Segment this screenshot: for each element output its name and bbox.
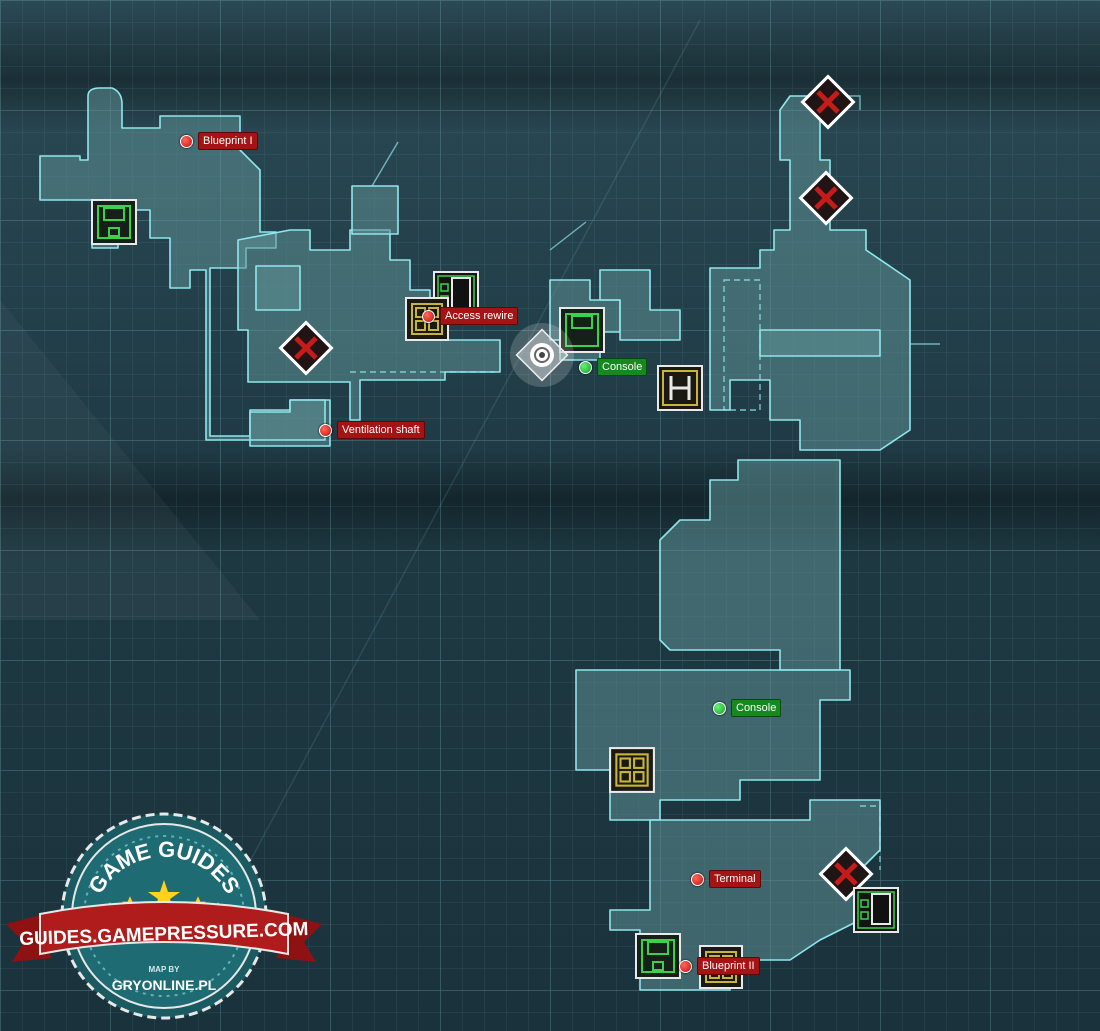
marker-console-2[interactable]: Console bbox=[713, 699, 782, 717]
marker-label: Blueprint I bbox=[198, 132, 258, 150]
marker-label: Console bbox=[731, 699, 782, 717]
save-station-icon bbox=[559, 307, 605, 353]
locked-door-icon bbox=[798, 170, 854, 226]
marker-blueprint-2[interactable]: Blueprint II bbox=[679, 957, 760, 975]
room-right-pipe bbox=[759, 329, 881, 357]
marker-label: Terminal bbox=[709, 870, 761, 888]
marker-dot-icon bbox=[422, 309, 435, 323]
badge-map-by-text: MAP BY bbox=[149, 965, 181, 974]
locked-door-icon bbox=[800, 74, 856, 130]
marker-label: Blueprint II bbox=[697, 957, 760, 975]
game-guides-badge: GAME GUIDES GUIDES.GAMEPRESSURE.COM MAP … bbox=[6, 812, 322, 1020]
save-station-icon bbox=[91, 199, 137, 245]
marker-access-rewire[interactable]: Access rewire bbox=[422, 307, 519, 325]
door-panel-icon bbox=[853, 887, 899, 933]
locked-door-icon bbox=[278, 320, 334, 376]
room-right-low bbox=[575, 669, 851, 821]
marker-dot-icon bbox=[579, 360, 592, 374]
marker-dot-icon bbox=[679, 959, 692, 973]
elevator-icon bbox=[657, 365, 703, 411]
room-vent bbox=[249, 399, 326, 441]
save-station-icon bbox=[635, 933, 681, 979]
marker-blueprint-1[interactable]: Blueprint I bbox=[180, 132, 258, 150]
player-position-icon bbox=[510, 323, 574, 387]
marker-dot-icon bbox=[180, 134, 193, 148]
badge-seal-icon bbox=[6, 812, 322, 1020]
room-right-top bbox=[709, 95, 911, 451]
marker-label: Ventilation shaft bbox=[337, 421, 425, 439]
room-tower bbox=[351, 185, 399, 235]
marker-console-1[interactable]: Console bbox=[579, 358, 648, 376]
locked-door-icon bbox=[818, 846, 874, 902]
marker-dot-icon bbox=[319, 423, 332, 437]
room-center-2 bbox=[599, 269, 681, 341]
marker-label: Console bbox=[597, 358, 648, 376]
marker-terminal[interactable]: Terminal bbox=[691, 870, 761, 888]
marker-dot-icon bbox=[713, 701, 726, 715]
marker-ventilation-shaft[interactable]: Ventilation shaft bbox=[319, 421, 425, 439]
marker-dot-icon bbox=[691, 872, 704, 886]
room-small-left bbox=[255, 265, 301, 311]
badge-bottom-text: GRYONLINE.PL bbox=[112, 977, 217, 993]
marker-label: Access rewire bbox=[440, 307, 519, 325]
room-right-mid bbox=[659, 459, 841, 671]
upgrade-bench-icon bbox=[609, 747, 655, 793]
